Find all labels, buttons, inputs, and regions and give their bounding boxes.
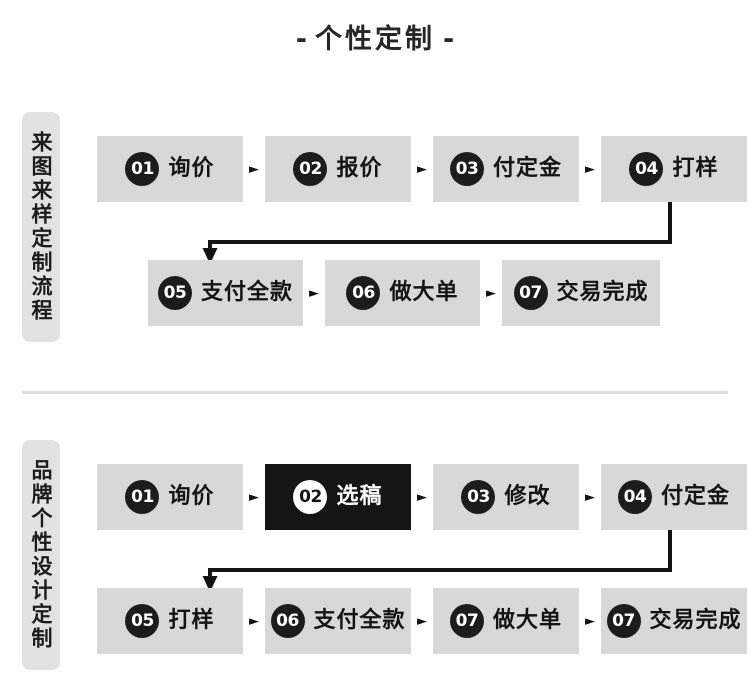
- step-box[interactable]: 07 交易完成: [601, 588, 747, 654]
- step-box[interactable]: 04 付定金: [601, 464, 747, 530]
- row-1-top: 01 询价 ► 02 报价 ► 03 付定金 ► 04 打样: [97, 136, 747, 202]
- arrow-icon: ►: [417, 613, 427, 629]
- step-box[interactable]: 01 询价: [97, 464, 243, 530]
- step-box[interactable]: 07 做大单: [433, 588, 579, 654]
- step-number-badge: 03: [449, 152, 484, 186]
- arrow-icon: ►: [249, 613, 259, 629]
- title-text: 个性定制: [315, 24, 435, 55]
- step-number-badge: 07: [449, 604, 484, 638]
- arrow-icon: ►: [309, 285, 319, 301]
- step-label: 选稿: [336, 484, 383, 509]
- step-number-badge: 07: [513, 276, 548, 310]
- section-side-label-2-text: 品牌个性设计定制: [29, 459, 54, 651]
- step-box[interactable]: 06 支付全款: [265, 588, 411, 654]
- arrow-icon: ►: [585, 613, 595, 629]
- title-dash-right: -: [443, 24, 455, 55]
- step-label: 做大单: [389, 280, 459, 305]
- section-side-label-1-text: 来图来样定制流程: [29, 131, 54, 323]
- arrow-icon: ►: [417, 161, 427, 177]
- step-box[interactable]: 02 报价: [265, 136, 411, 202]
- step-label: 打样: [168, 608, 215, 633]
- step-number-badge: 05: [125, 604, 160, 638]
- step-number-badge: 02: [293, 480, 328, 514]
- title-dash-left: -: [295, 24, 307, 55]
- step-label: 询价: [168, 484, 215, 509]
- arrow-icon: ►: [417, 489, 427, 505]
- flow-section-brand-design: 品牌个性设计定制 01 询价 ► 02 选稿 ► 03 修改 ► 04 付定金 …: [0, 440, 750, 672]
- step-label: 支付全款: [313, 608, 406, 633]
- step-number-badge: 03: [461, 480, 496, 514]
- step-label: 打样: [672, 156, 719, 181]
- step-label: 询价: [168, 156, 215, 181]
- step-box-active[interactable]: 02 选稿: [265, 464, 411, 530]
- step-number-badge: 05: [158, 276, 192, 310]
- step-number-badge: 04: [617, 480, 652, 514]
- step-label: 报价: [336, 156, 383, 181]
- step-box[interactable]: 05 支付全款: [148, 260, 303, 326]
- flow-connector-2: [202, 526, 672, 592]
- step-number-badge: 02: [293, 152, 328, 186]
- step-number-badge: 01: [125, 480, 160, 514]
- step-box[interactable]: 06 做大单: [325, 260, 480, 326]
- arrow-icon: ►: [249, 161, 259, 177]
- step-label: 做大单: [492, 608, 562, 633]
- step-label: 支付全款: [201, 280, 294, 305]
- section-side-label-2: 品牌个性设计定制: [22, 440, 60, 670]
- step-box[interactable]: 03 付定金: [433, 136, 579, 202]
- row-1-bottom: 05 支付全款 ► 06 做大单 ► 07 交易完成: [148, 260, 660, 326]
- step-label: 付定金: [492, 156, 562, 181]
- step-box[interactable]: 05 打样: [97, 588, 243, 654]
- step-box[interactable]: 07 交易完成: [502, 260, 660, 326]
- step-number-badge: 06: [270, 604, 305, 638]
- step-label: 付定金: [660, 484, 730, 509]
- step-label: 交易完成: [649, 608, 742, 633]
- step-box[interactable]: 04 打样: [601, 136, 747, 202]
- flow-connector-1: [202, 198, 672, 264]
- section-divider: [22, 391, 728, 394]
- step-label: 交易完成: [556, 280, 649, 305]
- arrow-icon: ►: [585, 489, 595, 505]
- step-number-badge: 04: [629, 152, 664, 186]
- step-label: 修改: [504, 484, 551, 509]
- arrow-icon: ►: [249, 489, 259, 505]
- page-title: -个性定制-: [0, 0, 750, 62]
- step-number-badge: 01: [125, 152, 160, 186]
- section-side-label-1: 来图来样定制流程: [22, 112, 60, 342]
- step-box[interactable]: 03 修改: [433, 464, 579, 530]
- step-number-badge: 07: [606, 604, 641, 638]
- arrow-icon: ►: [486, 285, 496, 301]
- step-box[interactable]: 01 询价: [97, 136, 243, 202]
- step-number-badge: 06: [346, 276, 381, 310]
- arrow-icon: ►: [585, 161, 595, 177]
- flow-section-custom-from-sample: 来图来样定制流程 01 询价 ► 02 报价 ► 03 付定金 ► 04 打样 …: [0, 112, 750, 344]
- row-2-top: 01 询价 ► 02 选稿 ► 03 修改 ► 04 付定金: [97, 464, 747, 530]
- row-2-bottom: 05 打样 ► 06 支付全款 ► 07 做大单 ► 07 交易完成: [97, 588, 747, 654]
